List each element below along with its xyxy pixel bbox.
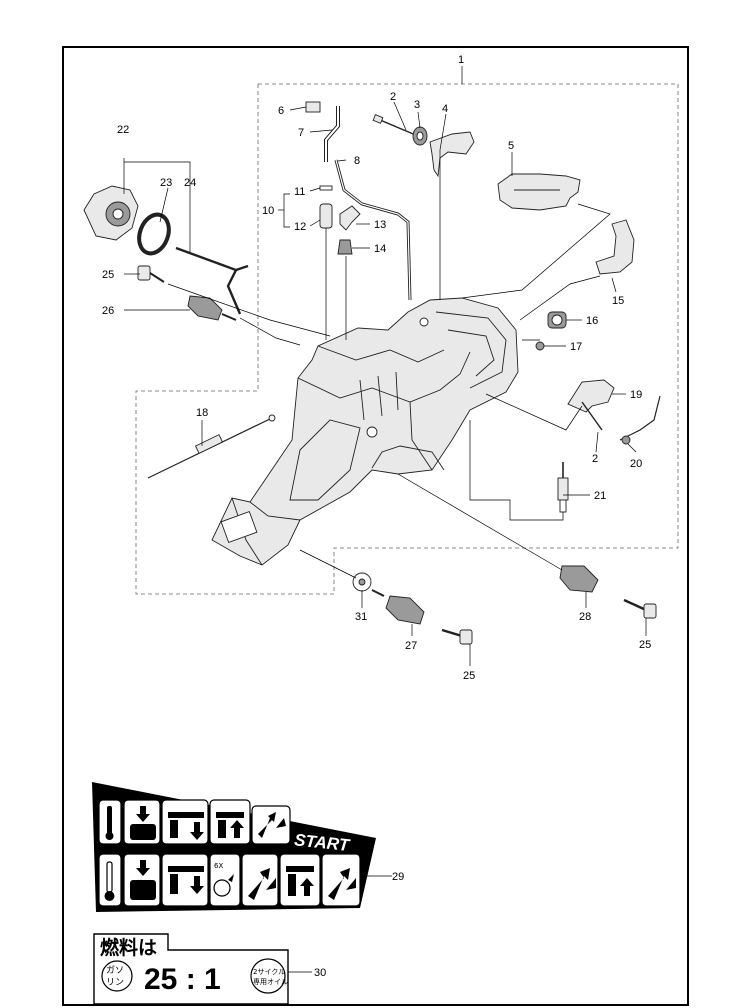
valve-14: [337, 239, 353, 255]
label-p21: 21: [594, 490, 606, 502]
label-p25b: 25: [463, 670, 475, 682]
label-p20: 20: [630, 458, 642, 470]
leader-lines: [123, 66, 647, 973]
part-number-labels: 1 2 3 4 5 6 7 8 10 11 12 13 14 15 16 17 …: [102, 54, 651, 979]
gasoline-text-top: ガソ: [106, 965, 124, 976]
label-p27: 27: [405, 640, 417, 652]
oil-text-bottom: 専用オイル: [253, 977, 288, 986]
spark-plug-21: [557, 462, 569, 513]
label-p22: 22: [117, 124, 129, 136]
label-p15: 15: [612, 295, 624, 307]
label-p17: 17: [570, 341, 582, 353]
label-p7: 7: [298, 127, 304, 139]
spring-28: [559, 565, 599, 593]
throttle-release-icon: [286, 866, 314, 896]
label-p2b: 2: [592, 453, 598, 465]
starter-pull-icon: [258, 812, 286, 838]
group-outline-crankcase: [135, 83, 679, 595]
throttle-lock-icon: [168, 866, 204, 894]
throttle-lever-4: [429, 131, 475, 178]
av-element-16: [547, 311, 567, 329]
fuel-mix-label: 燃料は ガソ リン 25 : 1 2サイクル 専用オイル: [93, 933, 289, 1005]
bracket-19: [567, 379, 615, 413]
spring-26: [187, 295, 237, 321]
label-p19: 19: [630, 389, 642, 401]
bushing-3: [412, 126, 428, 146]
crankcase-body: [211, 297, 519, 566]
label-p8: 8: [354, 155, 360, 167]
rod-24: [175, 246, 249, 315]
label-p16: 16: [586, 315, 598, 327]
label-p14: 14: [374, 243, 386, 255]
fuel-label-title: 燃料は: [100, 936, 157, 959]
diagram-frame: [62, 46, 689, 1006]
oil-badge: [250, 958, 286, 994]
decal-six-times: 6X: [214, 862, 223, 870]
ring-11: [319, 185, 333, 191]
gasoline-badge: [101, 960, 133, 992]
elbow-13: [339, 205, 361, 231]
choke-engine-icon: [130, 860, 156, 900]
cable-18: [147, 414, 276, 479]
bolt-2-lower: [581, 401, 603, 431]
throttle-release-icon: [216, 812, 244, 838]
label-p11: 11: [294, 186, 305, 198]
gasket-ring-23: [137, 212, 171, 256]
label-p29: 29: [392, 871, 404, 883]
label-p4: 4: [442, 103, 448, 115]
starter-pull-icon: [248, 868, 276, 900]
label-p23: 23: [160, 177, 172, 189]
thermometer-icon: [105, 806, 114, 840]
label-p10: 10: [262, 205, 274, 217]
label-p26: 26: [102, 305, 114, 317]
mix-ratio: 25 : 1: [144, 963, 221, 996]
bolt-2-top: [372, 114, 419, 137]
primer-bulb-icon: 6X: [213, 862, 234, 897]
label-p6: 6: [278, 105, 284, 117]
label-p3: 3: [414, 99, 420, 111]
choke-engine-icon: [130, 806, 156, 840]
clip-6: [305, 101, 321, 113]
label-p5: 5: [508, 140, 514, 152]
label-p28: 28: [579, 611, 591, 623]
fuel-filter-12: [319, 203, 333, 229]
wire-20: [619, 395, 661, 441]
throttle-lock-icon: [168, 812, 204, 840]
instruction-decal: START: [92, 782, 376, 912]
filter-housing-22: [83, 185, 139, 241]
label-p18: 18: [196, 407, 208, 419]
label-p30: 30: [314, 967, 326, 979]
hose-8: [334, 159, 412, 301]
label-p12: 12: [294, 221, 306, 233]
label-p24: 24: [184, 177, 196, 189]
starter-pull-icon: [328, 868, 356, 900]
spring-27: [371, 589, 425, 625]
label-p1: 1: [458, 54, 464, 66]
gasoline-text-bottom: リン: [106, 978, 124, 988]
screw-25-left: [137, 265, 165, 283]
screw-17: [535, 341, 545, 351]
label-p25c: 25: [639, 639, 651, 651]
label-p31: 31: [355, 611, 367, 623]
label-p25a: 25: [102, 269, 114, 281]
label-p13: 13: [374, 219, 386, 231]
cover-plate-5: [497, 173, 581, 211]
label-p2a: 2: [390, 91, 396, 103]
oil-text-top: 2サイクル: [253, 968, 285, 976]
thermometer-icon: [104, 861, 115, 901]
screw-25-center: [441, 628, 473, 645]
side-cover-15: [595, 219, 635, 275]
screw-25-right: [623, 598, 657, 619]
